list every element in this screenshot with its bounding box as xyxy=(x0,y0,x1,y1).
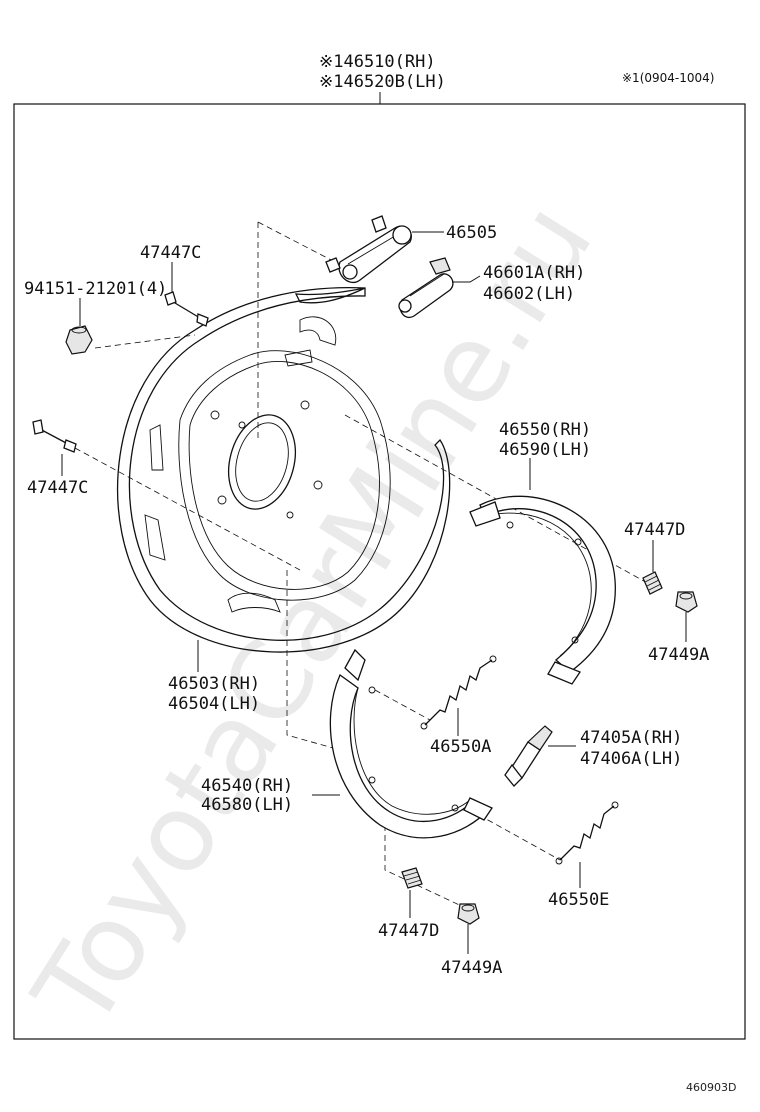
leader-46601 xyxy=(452,275,481,283)
hold-down-spring-right[interactable] xyxy=(642,571,663,595)
production-note: ※1(0904-1004) xyxy=(622,71,714,85)
label-46505[interactable]: 46505 xyxy=(446,223,497,243)
parking-lever[interactable] xyxy=(325,215,412,284)
parking-shoe-front[interactable] xyxy=(469,495,616,685)
hold-down-cup-right[interactable] xyxy=(675,591,698,613)
diagram-frame xyxy=(13,103,746,1040)
assembly-rh-label[interactable]: ※146510(RH) xyxy=(319,52,436,72)
hold-down-cup-bottom[interactable] xyxy=(457,903,480,925)
label-47406a[interactable]: 47406A(LH) xyxy=(580,749,682,769)
label-46601a[interactable]: 46601A(RH) xyxy=(483,263,585,283)
hold-down-pin-lower[interactable] xyxy=(32,419,77,453)
label-47449a-right[interactable]: 47449A xyxy=(648,645,709,665)
centerline-spring-e xyxy=(469,809,561,861)
shoe-adjuster[interactable] xyxy=(398,257,454,319)
label-46550e[interactable]: 46550E xyxy=(548,890,609,910)
label-46503[interactable]: 46503(RH) xyxy=(168,674,260,694)
label-46590[interactable]: 46590(LH) xyxy=(499,440,591,460)
centerline-pin xyxy=(74,447,301,571)
label-46540[interactable]: 46540(RH) xyxy=(201,776,293,796)
centerline-bottom xyxy=(384,815,471,911)
centerline-bolt xyxy=(94,334,196,349)
label-47447d-bottom[interactable]: 47447D xyxy=(378,921,439,941)
label-94151[interactable]: 94151-21201(4) xyxy=(24,279,167,299)
backing-plate[interactable] xyxy=(117,286,451,653)
assembly-lh-label[interactable]: ※146520B(LH) xyxy=(319,72,446,92)
label-47449a-bottom[interactable]: 47449A xyxy=(441,958,502,978)
label-46504[interactable]: 46504(LH) xyxy=(168,694,260,714)
label-46550a[interactable]: 46550A xyxy=(430,737,491,757)
parking-shoe-rear[interactable] xyxy=(329,648,493,839)
centerline-spring-a xyxy=(374,689,431,721)
label-47405a[interactable]: 47405A(RH) xyxy=(580,728,682,748)
hub-bolt[interactable] xyxy=(65,325,93,355)
hold-down-spring-bottom[interactable] xyxy=(401,867,423,889)
return-spring-a[interactable] xyxy=(420,655,497,730)
hold-down-pin-upper[interactable] xyxy=(164,291,209,327)
label-46580[interactable]: 46580(LH) xyxy=(201,795,293,815)
centerline-lever xyxy=(257,221,336,263)
centerline-lower xyxy=(286,570,341,751)
label-47447d-right[interactable]: 47447D xyxy=(624,520,685,540)
diagram-code: 460903D xyxy=(686,1081,736,1094)
adjusting-strut[interactable] xyxy=(504,725,553,787)
return-spring-e[interactable] xyxy=(555,801,619,865)
label-47447c-bottom[interactable]: 47447C xyxy=(27,478,88,498)
label-46602[interactable]: 46602(LH) xyxy=(483,284,575,304)
label-47447c-top[interactable]: 47447C xyxy=(140,243,201,263)
watermark-text: ToyotaCarMine.ru xyxy=(11,182,618,1049)
label-46550[interactable]: 46550(RH) xyxy=(499,420,591,440)
